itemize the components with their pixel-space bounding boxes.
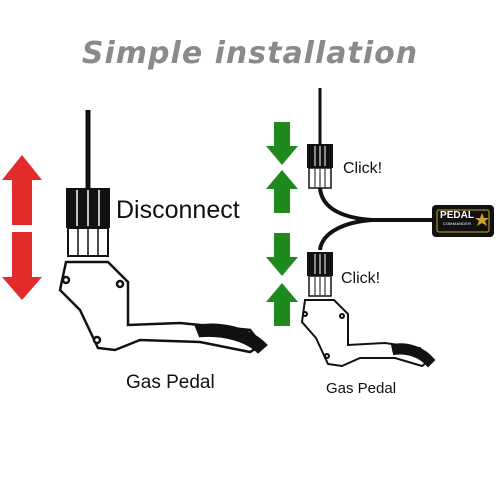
page-title: Simple installation: [81, 36, 419, 71]
gas-pedal-left-label: Gas Pedal: [126, 372, 215, 393]
red-double-arrow-icon: [2, 155, 42, 300]
star-icon: [475, 213, 489, 226]
disconnect-label: Disconnect: [116, 196, 240, 224]
connector-left: [66, 188, 110, 257]
gas-pedal-right-label: Gas Pedal: [326, 380, 397, 397]
click-top-label: Click!: [343, 160, 383, 177]
connector-right-top: [307, 144, 333, 189]
y-harness-cable: [318, 187, 432, 251]
connector-right-bottom: [307, 252, 333, 297]
module-label: PEDAL COMMANDER: [438, 211, 476, 226]
green-arrows-icon: [266, 122, 298, 326]
pedal-commander-module: [432, 205, 494, 237]
click-bottom-label: Click!: [341, 270, 381, 287]
gas-pedal-right-illustration: [300, 299, 436, 368]
module-label-line1: PEDAL: [440, 210, 474, 221]
gas-pedal-left-illustration: [58, 260, 268, 354]
module-label-line2: COMMANDER: [442, 221, 472, 226]
